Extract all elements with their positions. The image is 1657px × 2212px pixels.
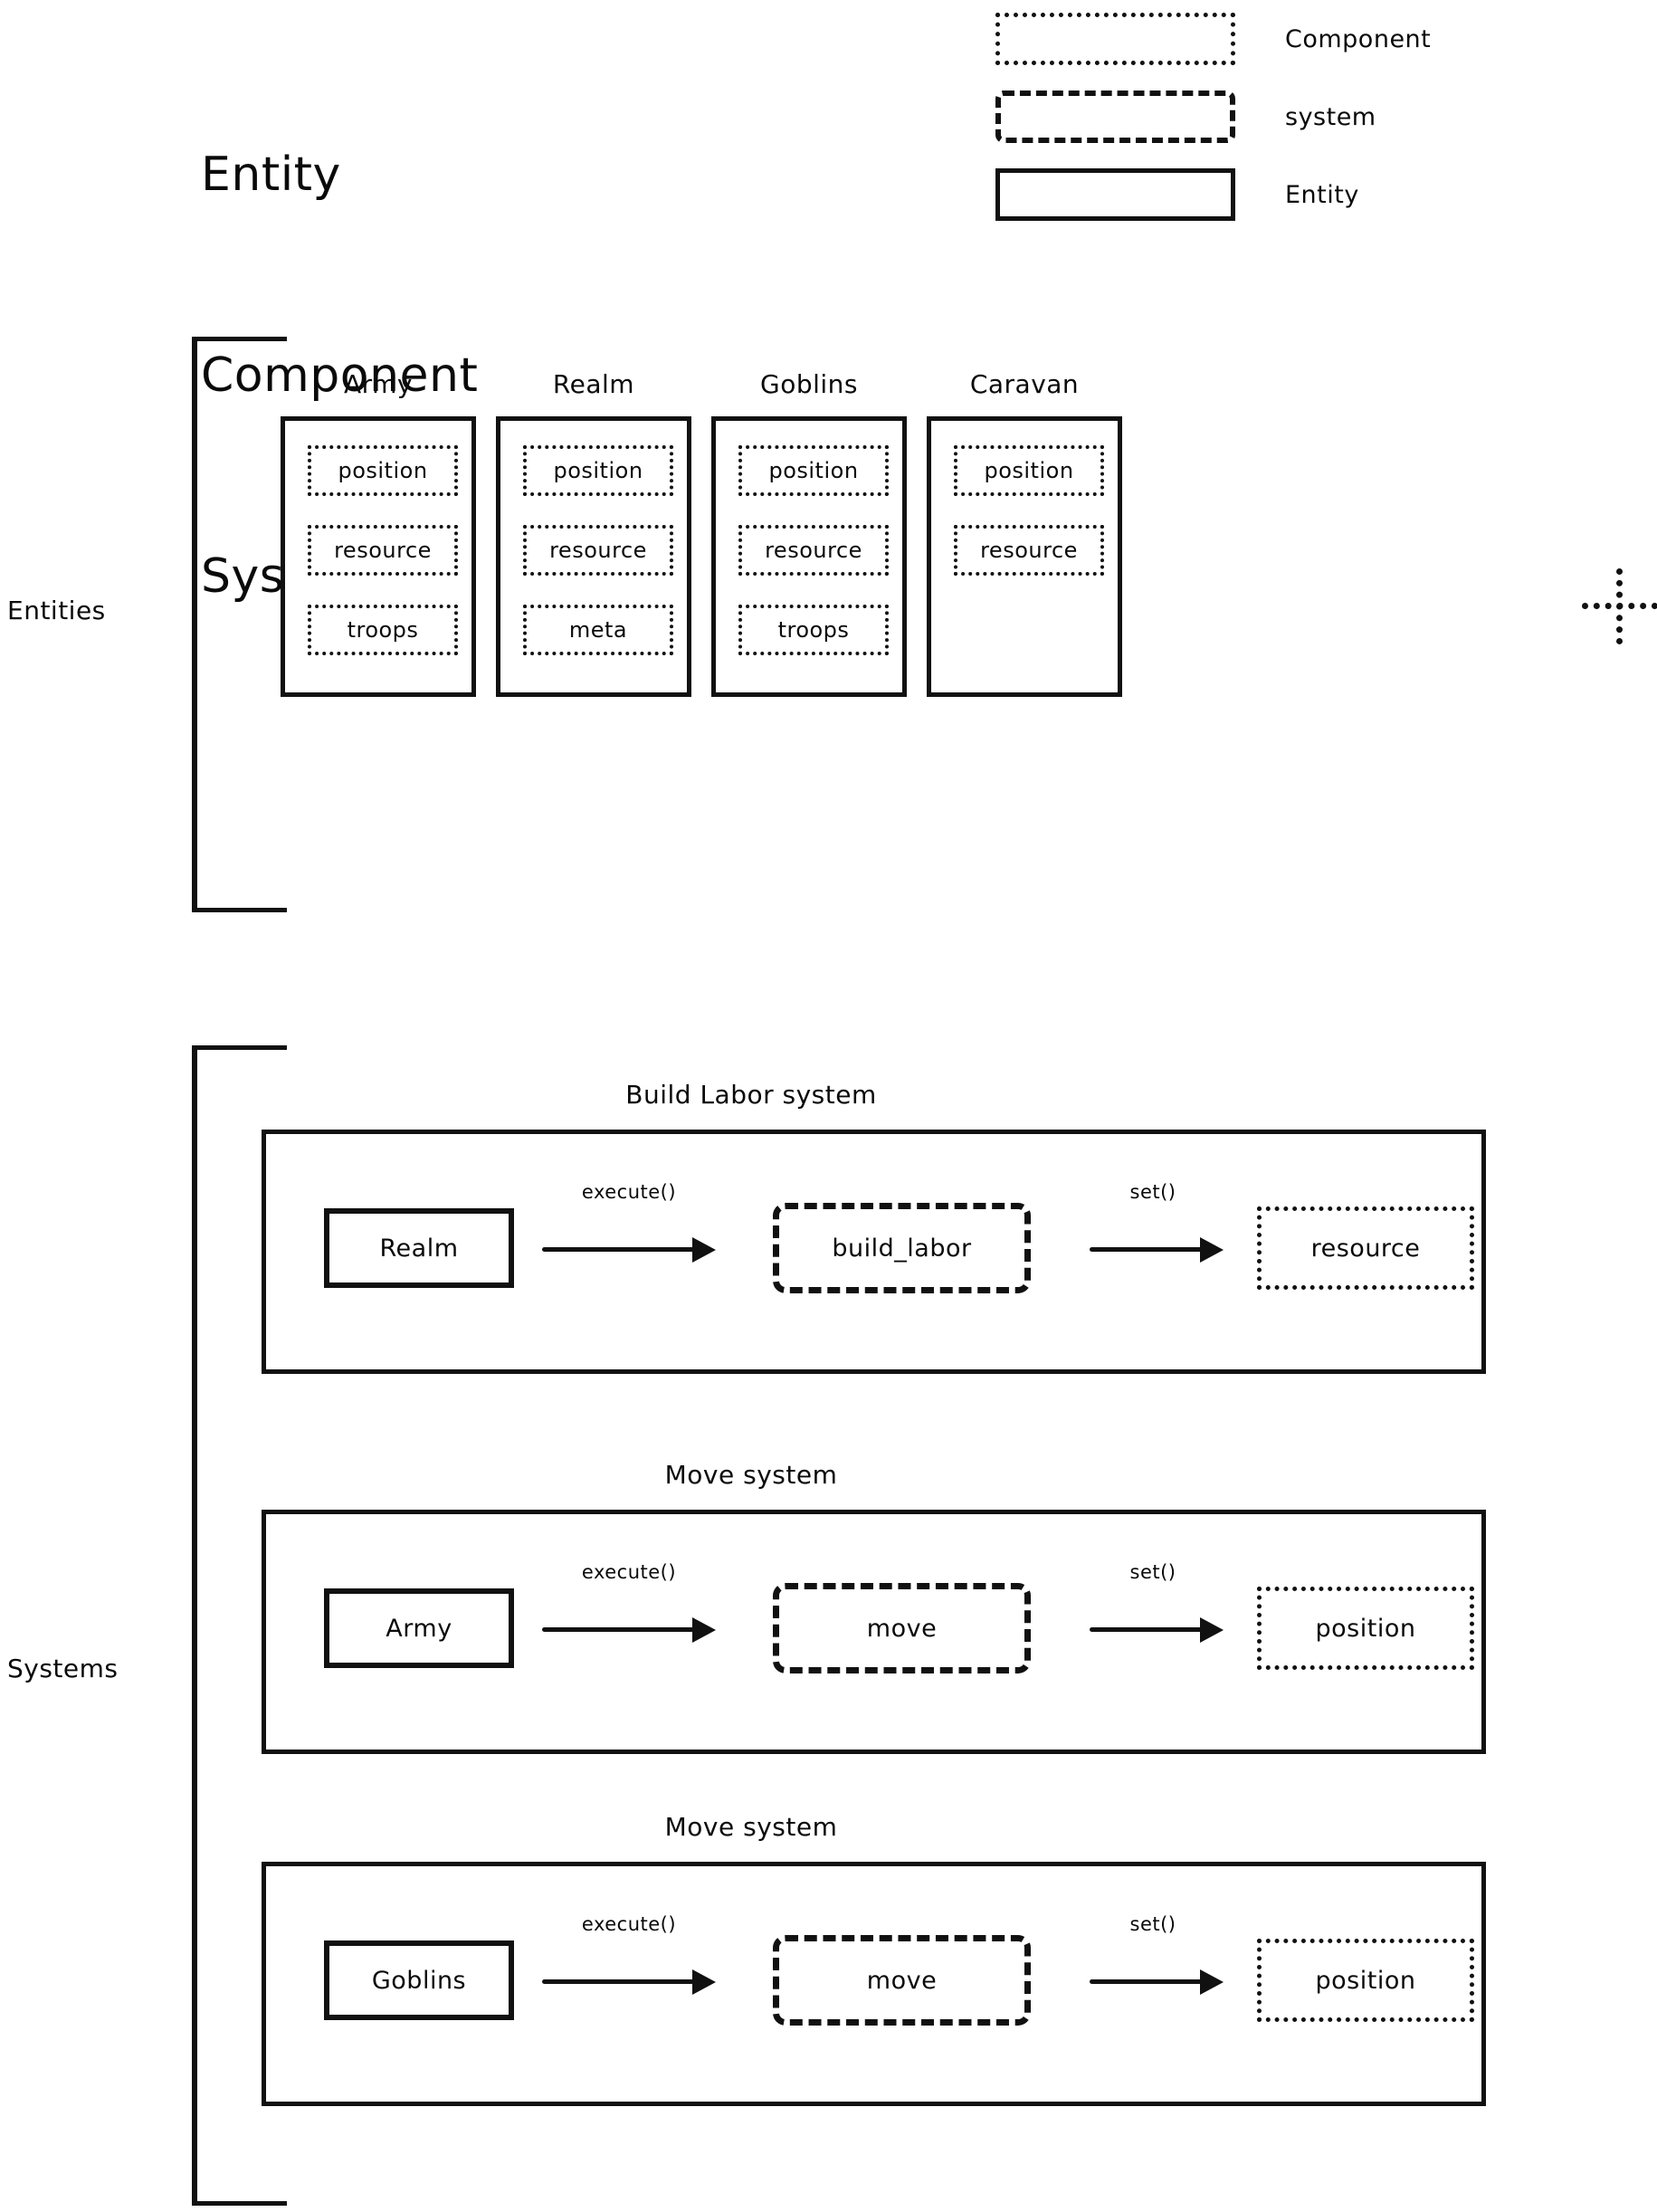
- execute-label: execute(): [581, 1181, 677, 1203]
- set-label: set(): [1129, 1561, 1176, 1583]
- entity-card-goblins[interactable]: Goblins position resource troops: [711, 369, 907, 697]
- execute-label: execute(): [581, 1561, 677, 1583]
- system-node-move[interactable]: move: [773, 1583, 1031, 1673]
- execute-arrow: [542, 1608, 719, 1650]
- component-meta[interactable]: meta: [523, 605, 673, 655]
- systems-section-label: Systems: [7, 1654, 119, 1683]
- system-entity-goblins[interactable]: Goblins: [324, 1940, 514, 2020]
- system-title: Build Labor system: [625, 1080, 877, 1110]
- system-title: Move system: [664, 1460, 838, 1490]
- component-resource[interactable]: resource: [308, 525, 458, 576]
- execute-arrow: [542, 1228, 719, 1270]
- system-container: Realm execute() build_labor set() resour…: [262, 1130, 1486, 1374]
- component-troops[interactable]: troops: [308, 605, 458, 655]
- dotted-plus-icon: [1582, 568, 1657, 644]
- system-row-build-labor: Build Labor system Realm execute() build…: [0, 1080, 1657, 1378]
- entity-box-realm: position resource meta: [496, 416, 691, 697]
- system-title: Move system: [664, 1812, 838, 1842]
- entity-name-realm: Realm: [552, 369, 635, 399]
- component-position[interactable]: position: [308, 445, 458, 496]
- component-resource[interactable]: resource: [523, 525, 673, 576]
- system-row-move-army: Move system Army execute() move set() po…: [0, 1460, 1657, 1759]
- system-node-build-labor[interactable]: build_labor: [773, 1203, 1031, 1293]
- legend-item-component: Component: [995, 13, 1431, 65]
- set-label: set(): [1129, 1913, 1176, 1935]
- entity-box-caravan: position resource: [927, 416, 1122, 697]
- dotted-plus-vertical: [1616, 568, 1623, 644]
- component-position[interactable]: position: [523, 445, 673, 496]
- set-arrow: [1090, 1608, 1225, 1650]
- entity-card-caravan[interactable]: Caravan position resource: [927, 369, 1122, 697]
- set-arrow: [1090, 1960, 1225, 2002]
- system-row-move-goblins: Move system Goblins execute() move set()…: [0, 1812, 1657, 2111]
- system-container: Goblins execute() move set() position: [262, 1862, 1486, 2106]
- legend-label-system: system: [1285, 102, 1376, 131]
- systems-bracket: [192, 1045, 287, 2206]
- title-line-2: Component: [201, 348, 479, 403]
- system-entity-army[interactable]: Army: [324, 1588, 514, 1668]
- entities-section-label: Entities: [7, 596, 106, 625]
- entities-bracket: [192, 337, 287, 912]
- component-troops[interactable]: troops: [738, 605, 889, 655]
- entity-name-caravan: Caravan: [969, 369, 1080, 399]
- entity-box-goblins: position resource troops: [711, 416, 907, 697]
- component-resource[interactable]: resource: [738, 525, 889, 576]
- component-node-position[interactable]: position: [1257, 1587, 1474, 1670]
- legend-label-component: Component: [1285, 24, 1432, 53]
- legend-swatch-dashed-icon: [995, 91, 1235, 143]
- component-node-resource[interactable]: resource: [1257, 1206, 1474, 1290]
- legend-item-system: system: [995, 91, 1376, 143]
- component-position[interactable]: position: [738, 445, 889, 496]
- entity-name-army: Army: [343, 369, 414, 399]
- system-entity-realm[interactable]: Realm: [324, 1208, 514, 1288]
- system-node-move[interactable]: move: [773, 1935, 1031, 2026]
- legend-swatch-dotted-icon: [995, 13, 1235, 65]
- system-container: Army execute() move set() position: [262, 1510, 1486, 1754]
- execute-label: execute(): [581, 1913, 677, 1935]
- execute-arrow: [542, 1960, 719, 2002]
- component-resource[interactable]: resource: [954, 525, 1104, 576]
- legend-item-entity: Entity: [995, 168, 1359, 221]
- component-node-position[interactable]: position: [1257, 1939, 1474, 2022]
- title-line-1: Entity: [201, 148, 341, 202]
- component-position[interactable]: position: [954, 445, 1104, 496]
- set-arrow: [1090, 1228, 1225, 1270]
- set-label: set(): [1129, 1181, 1176, 1203]
- entity-card-realm[interactable]: Realm position resource meta: [496, 369, 691, 697]
- entity-card-army[interactable]: Army position resource troops: [281, 369, 476, 697]
- entities-row: Army position resource troops Realm posi…: [0, 362, 1657, 923]
- legend-swatch-solid-icon: [995, 168, 1235, 221]
- entity-box-army: position resource troops: [281, 416, 476, 697]
- entity-name-goblins: Goblins: [760, 369, 858, 399]
- legend-label-entity: Entity: [1285, 180, 1359, 209]
